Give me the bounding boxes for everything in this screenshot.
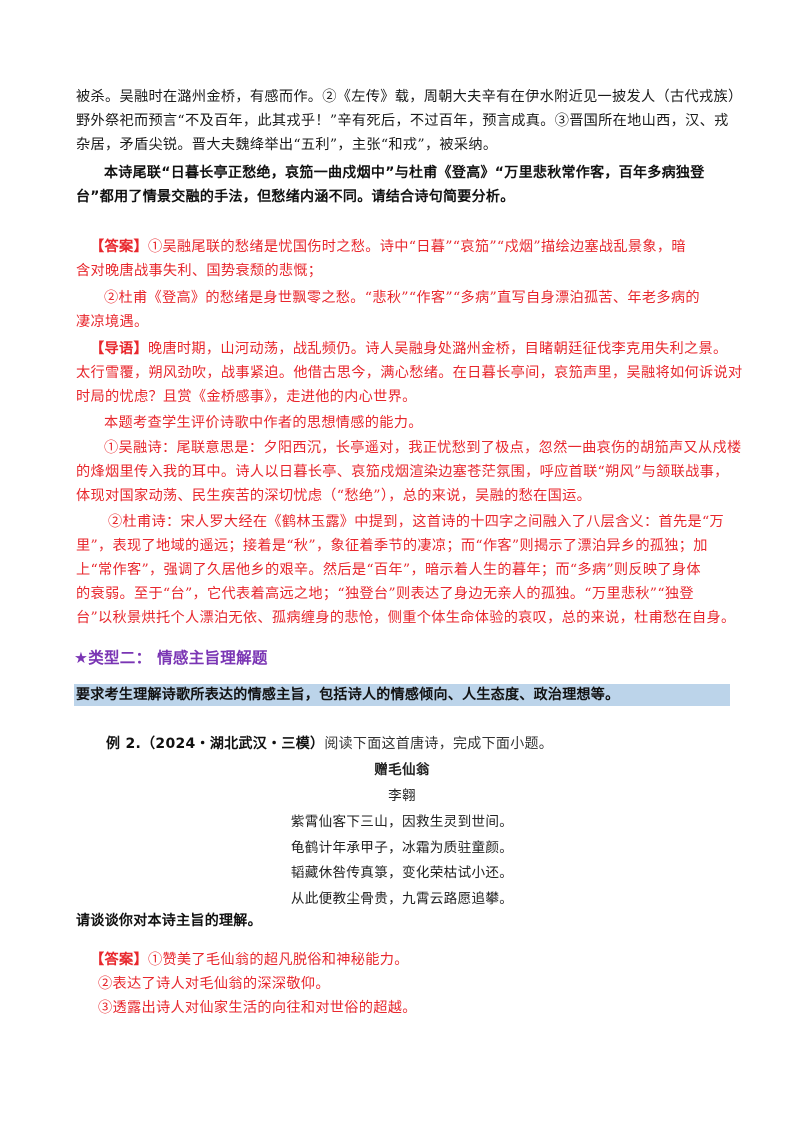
analysis-line: 本题考查学生评价诗歌中作者的思想情感的能力。 (104, 415, 423, 431)
analysis-line: 上“常作客”，强调了久居他乡的艰辛。然后是“百年”，暗示着人生的暮年；而“多病”… (76, 562, 701, 578)
example-heading: 例 2.（2024・湖北武汉・三模）阅读下面这首唐诗，完成下面小题。 (106, 734, 758, 754)
analysis-line: 里”，表现了地域的遥远；接着是“秋”，象征着季节的凄凉；而“作客”则揭示了漂泊异… (76, 538, 708, 554)
example-instruction: 阅读下面这首唐诗，完成下面小题。 (324, 736, 554, 752)
analysis-line: ②杜甫诗：宋人罗大经在《鹤林玉露》中提到，这首诗的十四字之间融入了八层含义：首先… (108, 514, 725, 530)
answer-label: 【答案】 (90, 952, 148, 968)
requirement-text: 要求考生理解诗歌所表达的情感主旨，包括诗人的情感倾向、人生态度、政治理想等。 (76, 687, 620, 703)
section-title: 类型二： 情感主旨理解题 (88, 649, 268, 667)
requirement-highlight (74, 684, 730, 706)
answer-line: 含对晚唐战事失利、国势衰颓的悲慨； (76, 263, 323, 279)
answer-label: 【答案】 (90, 239, 148, 255)
analysis-line: 的衰弱。至于“台”，它代表着高远之地；“独登台”则表达了身边无亲人的孤独。“万里… (76, 586, 694, 602)
analysis-line: ①吴融诗：尾联意思是：夕阳西沉，长亭遥对，我正忧愁到了极点，忽然一曲哀伤的胡笳声… (104, 440, 742, 456)
question-text: 本诗尾联“日暮长亭正愁绝，哀笳一曲戍烟中”与杜甫《登高》“万里悲秋常作客，百年多… (104, 165, 705, 181)
poem-author: 李翱 (388, 788, 416, 804)
answer-line: 【答案】①吴融尾联的愁绪是忧国伤时之愁。诗中“日暮”“哀笳”“戍烟”描绘边塞战乱… (90, 239, 686, 255)
poem-line: 韬藏休咎传真箓，变化荣枯试小还。 (290, 865, 514, 881)
poem-line: 龟鹤计年承甲子，冰霜为质驻童颜。 (290, 840, 514, 856)
analysis-line: 台”以秋景烘托个人漂泊无依、孤病缠身的悲怆，侧重个体生命体验的哀叹，总的来说，杜… (76, 610, 736, 626)
question-text: 请谈谈你对本诗主旨的理解。 (76, 913, 262, 929)
answer-line: 凄凉境遇。 (76, 314, 149, 330)
guide-line: 时局的忧虑？且赏《金桥感事》，走进他的内心世界。 (76, 389, 417, 405)
answer-line: 【答案】①赞美了毛仙翁的超凡脱俗和神秘能力。 (90, 952, 409, 968)
answer-line: ②表达了诗人对毛仙翁的深深敬仰。 (98, 976, 330, 992)
answer-line: ②杜甫《登高》的愁绪是身世飘零之愁。“悲秋”“作客”“多病”直写自身漂泊孤苦、年… (104, 290, 700, 306)
question-text: 台”都用了情景交融的手法，但愁绪内涵不同。请结合诗句简要分析。 (76, 189, 515, 205)
section-heading: ★类型二： 情感主旨理解题 (74, 648, 726, 668)
analysis-line: 体现对国家动荡、民生疾苦的深切忧虑（“愁绝”），总的来说，吴融的愁在国运。 (76, 488, 592, 504)
background-note-line: 野外祭祀而预言“不及百年，此其戎乎！”辛有死后，不过百年，预言成真。③晋国所在地… (76, 113, 729, 129)
poem-line: 从此便教尘骨贵，九霄云路愿追攀。 (290, 891, 514, 907)
answer-line: ③透露出诗人对仙家生活的向往和对世俗的超越。 (98, 1000, 417, 1016)
analysis-line: 的烽烟里传入我的耳中。诗人以日暮长亭、哀笳戍烟渲染边塞苍茫氛围，呼应首联“朔风”… (76, 464, 729, 480)
guide-line: 【导语】晚唐时期，山河动荡，战乱频仍。诗人吴融身处潞州金桥，目睹朝廷征伐李克用失… (90, 341, 728, 357)
poem-line: 紫霄仙客下三山，因救生灵到世间。 (290, 814, 514, 830)
guide-label: 【导语】 (90, 341, 148, 357)
example-label: 例 2.（2024・湖北武汉・三模） (106, 736, 325, 752)
poem-title: 赠毛仙翁 (374, 762, 430, 778)
guide-line: 太行雪覆，朔风劲吹，战事紧迫。他借古思今，满心愁绪。在日暮长亭间，哀笳声里，吴融… (76, 365, 743, 381)
background-note-line: 杂居，矛盾尖锐。晋大夫魏绛举出“五利”，主张“和戎”，被采纳。 (76, 137, 498, 153)
star-icon: ★ (74, 649, 89, 667)
background-note-line: 被杀。吴融时在潞州金桥，有感而作。②《左传》载，周朝大夫辛有在伊水附近见一披发人… (76, 89, 743, 105)
